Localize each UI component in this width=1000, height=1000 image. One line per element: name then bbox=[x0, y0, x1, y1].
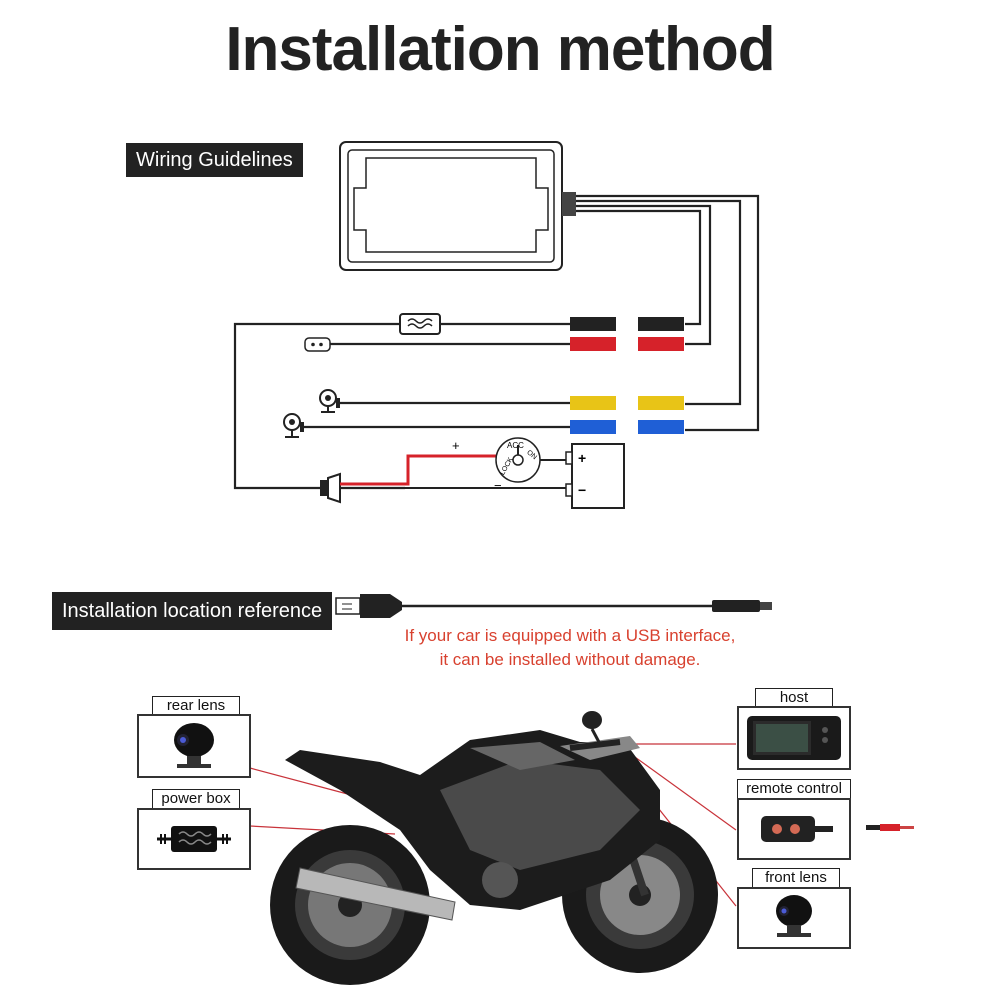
wiring-diagram: + − LOCK ACC ON + − bbox=[233, 141, 760, 509]
section-label-wiring: Wiring Guidelines bbox=[126, 143, 303, 177]
rear-lens-label: rear lens bbox=[152, 696, 240, 717]
usb-cable bbox=[335, 594, 772, 618]
host-screen-frame bbox=[347, 149, 555, 263]
host-wires bbox=[576, 194, 760, 432]
power-box-image bbox=[137, 808, 251, 870]
negative-sign: − bbox=[494, 478, 502, 493]
mirror bbox=[582, 711, 602, 729]
rear-camera-icon bbox=[319, 389, 340, 413]
wire-positive bbox=[340, 454, 500, 486]
power-plug-icon bbox=[320, 472, 341, 504]
front-lens-image bbox=[737, 887, 851, 949]
host-screen bbox=[353, 157, 549, 253]
svg-text:ACC: ACC bbox=[507, 441, 524, 450]
engine bbox=[482, 862, 518, 898]
left-wires bbox=[233, 322, 570, 490]
battery-icon: + − bbox=[565, 443, 625, 509]
rear-lens-image bbox=[137, 714, 251, 778]
remote-control-image bbox=[737, 798, 851, 860]
positive-sign: + bbox=[452, 438, 460, 453]
host-image bbox=[737, 706, 851, 770]
usb-note-line1: If your car is equipped with a USB inter… bbox=[404, 626, 736, 645]
front-camera-icon bbox=[283, 413, 304, 438]
svg-text:−: − bbox=[578, 482, 586, 498]
exhaust bbox=[295, 867, 456, 921]
remote-control-icon bbox=[304, 337, 331, 352]
front-lens-label: front lens bbox=[752, 868, 840, 889]
section-label-install: Installation location reference bbox=[52, 592, 333, 630]
host-label: host bbox=[755, 688, 833, 709]
host-cable-connector bbox=[562, 192, 576, 216]
remote-control-label: remote control bbox=[737, 779, 851, 800]
connector-black bbox=[570, 317, 684, 331]
connector-yellow bbox=[570, 396, 684, 410]
svg-text:+: + bbox=[578, 450, 586, 466]
usb-note-line2: it can be installed without damage. bbox=[439, 650, 701, 669]
connector-blue bbox=[570, 420, 684, 434]
page-title: Installation method bbox=[225, 15, 775, 84]
connector-red bbox=[570, 337, 684, 351]
